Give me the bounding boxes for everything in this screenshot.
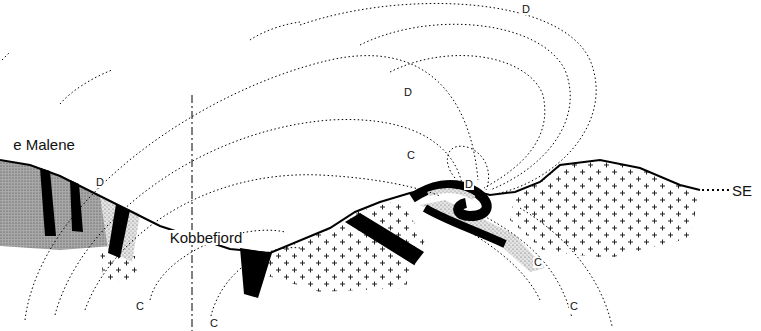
amphibolite-band — [40, 168, 56, 236]
fold-label: C — [209, 318, 219, 329]
fold-label: C — [533, 257, 543, 268]
fold-label: C — [569, 301, 579, 312]
fold-label: D — [95, 177, 105, 188]
amphibolite-band — [108, 204, 130, 258]
fold-traces — [2, 3, 612, 326]
amphibolite-band — [240, 248, 272, 298]
fold-label: D — [403, 87, 413, 98]
place-name: Kobbefjord — [169, 230, 244, 245]
fold-label: D — [464, 179, 474, 190]
fold-label: D — [521, 4, 531, 15]
granite — [268, 200, 425, 292]
section-line — [192, 95, 193, 331]
fold-label: C — [135, 301, 145, 312]
granite — [510, 160, 700, 258]
ground-surface — [0, 160, 700, 253]
place-name: e Malene — [12, 137, 76, 152]
amphibolite-band — [70, 180, 83, 232]
fold-label: C — [406, 150, 416, 161]
fold-band — [425, 208, 505, 244]
place-name: SE — [731, 183, 753, 198]
surface-continuation — [702, 189, 730, 191]
amphibolite-band — [345, 213, 424, 265]
